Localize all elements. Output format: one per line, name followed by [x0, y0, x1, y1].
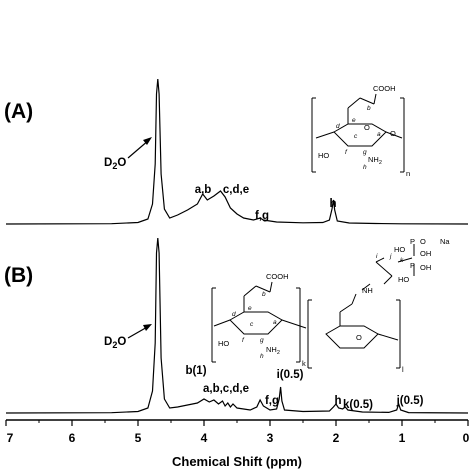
peak-label-b-6: j(0.5) [396, 395, 424, 407]
structure-b-chain-1 [383, 275, 393, 285]
x-tick-label-1: 1 [399, 431, 406, 445]
structure-a-side-chain-2 [347, 97, 361, 109]
structure-b-chain-3 [375, 257, 385, 263]
structure-b-f: f [242, 337, 245, 344]
structure-b-nh2: NH2 [266, 345, 280, 356]
structure-b-labels: COOH b e d c a HO f g NH2 h k l NH O HO … [218, 237, 450, 374]
structure-a-e: e [352, 117, 356, 124]
peak-label-b-0: b(1) [185, 365, 206, 377]
structure-b-ho-top: HO [394, 245, 405, 254]
structure-b-p-bottom: P [410, 261, 415, 270]
structure-a-d: d [336, 123, 340, 130]
peak-label-b-3: i(0.5) [277, 369, 304, 381]
structure-b-chain-2 [375, 261, 393, 277]
structure-b-h: h [260, 353, 264, 360]
x-tick-label-4: 4 [201, 431, 208, 445]
structure-b-o-ring: O [356, 333, 362, 342]
structure-b-c: c [250, 321, 254, 328]
structure-b-e: e [248, 305, 252, 312]
structure-b-ring-1-link-left [213, 319, 231, 327]
structure-b-l: l [402, 365, 404, 374]
x-tick-label-7: 7 [7, 431, 14, 445]
structure-b-oh-2: OH [420, 263, 431, 272]
structure-a-g: g [363, 149, 367, 156]
structure-a [311, 93, 405, 173]
structure-b-nh: NH [362, 286, 373, 295]
structure-a-link-right [385, 131, 403, 139]
structure-a-f: f [345, 149, 348, 156]
spectra-layer [5, 78, 469, 414]
structure-a-o-link: O [390, 129, 396, 138]
structure-b-ring-2-side-2 [339, 303, 353, 313]
structure-a-n: n [406, 169, 410, 178]
structure-a-b: b [367, 105, 371, 112]
structure-a-c: c [354, 133, 358, 140]
structure-a-side-chain-4 [373, 93, 377, 105]
x-tick-label-3: 3 [267, 431, 274, 445]
x-tick-label-0: 0 [463, 431, 470, 445]
panel-label-b: (B) [4, 264, 33, 287]
structure-b-ring-1-link-right [281, 319, 307, 329]
structure-b-k: k [302, 359, 306, 368]
structure-b-ring-2-side-3 [351, 293, 357, 305]
structure-b-o-minus: O [420, 237, 426, 246]
structure-b-ring-1-side-3 [255, 285, 271, 293]
structure-b-ho-p: HO [398, 275, 409, 284]
spectrum-b [5, 237, 469, 414]
structure-a-ho: HO [318, 151, 329, 160]
structure-b-b: b [262, 291, 266, 298]
structure-b-ho: HO [218, 339, 229, 348]
structure-b-a: a [273, 319, 277, 326]
structure-a-nh2: NH2 [368, 155, 382, 166]
structure-b-na-plus: Na [440, 237, 450, 246]
structure-a-labels: COOH b e d c a HO f g NH2 h n O O [318, 84, 410, 178]
structure-b-oh-1: OH [420, 249, 431, 258]
peak-label-a-1: c,d,e [223, 184, 249, 196]
spectrum-a [5, 78, 469, 225]
structure-b-ring-2 [325, 325, 379, 349]
x-tick-label-5: 5 [135, 431, 142, 445]
structure-a-o-ring: O [364, 123, 370, 132]
x-tick-label-6: 6 [69, 431, 76, 445]
x-axis-ticks: 7 6 5 4 3 2 1 0 [5, 420, 470, 445]
x-tick-label-2: 2 [333, 431, 340, 445]
structure-b-g: g [260, 337, 264, 344]
structure-b-i: i [376, 253, 378, 260]
structure-a-a: a [377, 131, 381, 138]
structure-b-ring-2-side-4 [361, 283, 371, 291]
structure-b-chain-4 [397, 257, 413, 263]
structure-a-h: h [363, 164, 367, 171]
peak-label-a-0: a,b [195, 184, 212, 196]
solvent-label-a: D2O [104, 137, 152, 171]
solvent-label-a-text: D2O [104, 157, 126, 171]
peak-label-b-5: k(0.5) [343, 399, 373, 411]
structure-b-p-top: P [410, 237, 415, 246]
solvent-arrowhead-a [143, 137, 152, 145]
structure-b-cooh: COOH [266, 272, 289, 281]
peak-label-b-4: h [334, 395, 341, 407]
structure-a-side-chain-3 [359, 97, 375, 105]
peak-label-b-2: f,g [265, 395, 279, 407]
structure-b-d: d [232, 311, 236, 318]
structure-b-ring-1-side-2 [243, 285, 257, 297]
solvent-arrowhead-b [143, 324, 152, 331]
peak-label-a-2: f,g [255, 210, 269, 222]
structure-b-k-side: k [400, 257, 404, 264]
structure-a-cooh: COOH [373, 84, 396, 93]
solvent-label-b-text: D2O [104, 336, 126, 350]
structure-b-ring-2-link-right [377, 333, 399, 341]
structure-b [211, 244, 415, 369]
structure-b-j: j [389, 253, 392, 260]
x-axis-title: Chemical Shift (ppm) [172, 454, 302, 469]
structure-b-ring-1-side-4 [269, 281, 273, 293]
structure-a-link-left [315, 131, 335, 139]
peak-label-a-3: h [329, 198, 336, 210]
panel-label-a: (A) [4, 100, 33, 123]
solvent-label-b: D2O [104, 324, 152, 350]
peak-label-b-1: a,b,c,d,e [203, 383, 249, 395]
